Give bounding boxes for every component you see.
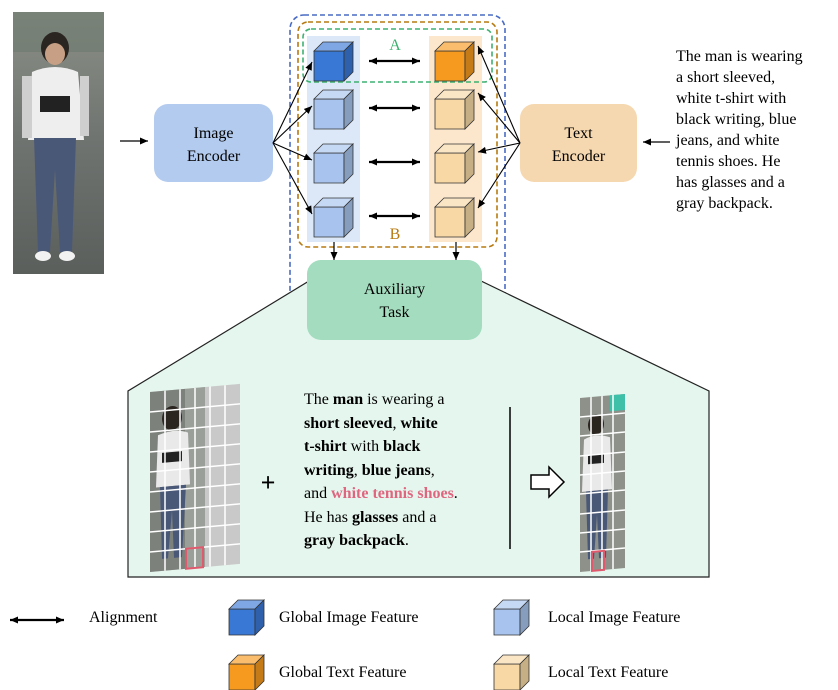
caption-segment: t-shirt xyxy=(304,438,347,455)
person-description: The man is wearing a short sleeved, whit… xyxy=(676,46,836,214)
legend-local-text-cube xyxy=(493,654,530,690)
caption-segment: and a xyxy=(398,508,437,526)
caption-line: and white tennis shoes. xyxy=(304,482,504,506)
caption-segment: black xyxy=(383,438,421,455)
image-encoder-line-1: Image xyxy=(194,125,234,142)
description-line: a short sleeved, xyxy=(676,69,776,86)
caption-segment: man xyxy=(332,391,364,408)
caption-segment: gray backpack xyxy=(304,532,405,549)
description-line: has glasses and a xyxy=(676,174,785,191)
caption-line: He has glasses and a xyxy=(304,506,504,530)
legend-alignment-label: Alignment xyxy=(89,609,158,626)
text-encoder-fan-arrows xyxy=(477,45,521,209)
description-line: jeans, and white xyxy=(676,132,780,149)
caption-segment: He has xyxy=(304,508,352,526)
image-encoder-line-2: Encoder xyxy=(187,148,241,165)
plus-sign: + xyxy=(261,468,276,497)
description-line: tennis shoes. He xyxy=(676,153,781,170)
pedestrian-photo xyxy=(13,12,104,274)
local-text-feature-cube xyxy=(434,89,475,130)
caption-segment: The xyxy=(304,391,333,408)
group-a-label: A xyxy=(389,37,401,54)
caption-segment: , xyxy=(430,461,435,479)
legend-local-image-label: Local Image Feature xyxy=(548,609,681,626)
hollow-arrow-icon xyxy=(530,465,566,499)
global-image-feature-cube xyxy=(313,41,354,82)
caption-segment: with xyxy=(346,438,384,455)
caption-line: writing, blue jeans, xyxy=(304,459,504,483)
auxiliary-task-line-2: Task xyxy=(380,304,410,321)
legend-local-text-label: Local Text Feature xyxy=(548,664,669,681)
auxiliary-task-line-1: Auxiliary xyxy=(364,281,425,298)
caption-segment: . xyxy=(404,532,409,549)
global-text-feature-cube xyxy=(434,41,475,82)
local-image-feature-cube xyxy=(313,89,354,130)
local-text-feature-cube xyxy=(434,143,475,184)
caption-segment: is wearing a xyxy=(363,391,445,408)
local-text-feature-cube xyxy=(434,197,475,238)
legend-global-image-label: Global Image Feature xyxy=(279,609,419,626)
caption-segment: , xyxy=(353,461,362,479)
local-image-feature-cube xyxy=(313,197,354,238)
caption-segment: white tennis shoes xyxy=(331,485,454,502)
group-b-label: B xyxy=(390,226,401,243)
local-image-feature-cube xyxy=(313,143,354,184)
image-encoder-fan-arrows xyxy=(272,61,313,215)
text-encoder-line-2: Encoder xyxy=(552,148,606,165)
caption-segment: and xyxy=(304,485,332,502)
caption-line: short sleeved, white xyxy=(304,412,504,436)
caption-segment: short sleeved xyxy=(304,414,393,432)
group-a-box xyxy=(302,28,493,83)
image-encoder: Image Encoder xyxy=(154,104,273,182)
legend-global-text-label: Global Text Feature xyxy=(279,664,407,681)
caption-segment: , xyxy=(392,414,401,432)
description-line: black writing, blue xyxy=(676,111,797,128)
legend-global-text-cube xyxy=(228,654,265,690)
group-c-box xyxy=(289,14,506,359)
text-encoder: Text Encoder xyxy=(520,104,637,182)
description-line: gray backpack. xyxy=(676,195,773,212)
caption-segment: . xyxy=(453,485,458,502)
caption-line: t-shirt with black xyxy=(304,435,504,459)
auxiliary-task: Auxiliary Task xyxy=(307,260,482,340)
description-line: The man is wearing xyxy=(676,48,803,65)
caption-line: gray backpack. xyxy=(304,529,504,553)
group-b-box xyxy=(297,21,498,248)
legend-local-image-cube xyxy=(493,599,530,636)
caption-segment: glasses xyxy=(351,508,399,526)
caption-segment: blue jeans xyxy=(361,461,431,479)
description-line: white t-shirt with xyxy=(676,90,787,107)
reconstructed-image-patches xyxy=(580,393,625,573)
masked-image-patches xyxy=(150,383,240,572)
caption-line: The man is wearing a xyxy=(304,388,504,412)
caption-segment: writing xyxy=(304,461,354,479)
text-encoder-line-1: Text xyxy=(564,125,593,142)
caption-segment: white xyxy=(400,414,438,432)
alignment-arrows xyxy=(369,57,420,220)
legend-global-image-cube xyxy=(228,599,265,636)
